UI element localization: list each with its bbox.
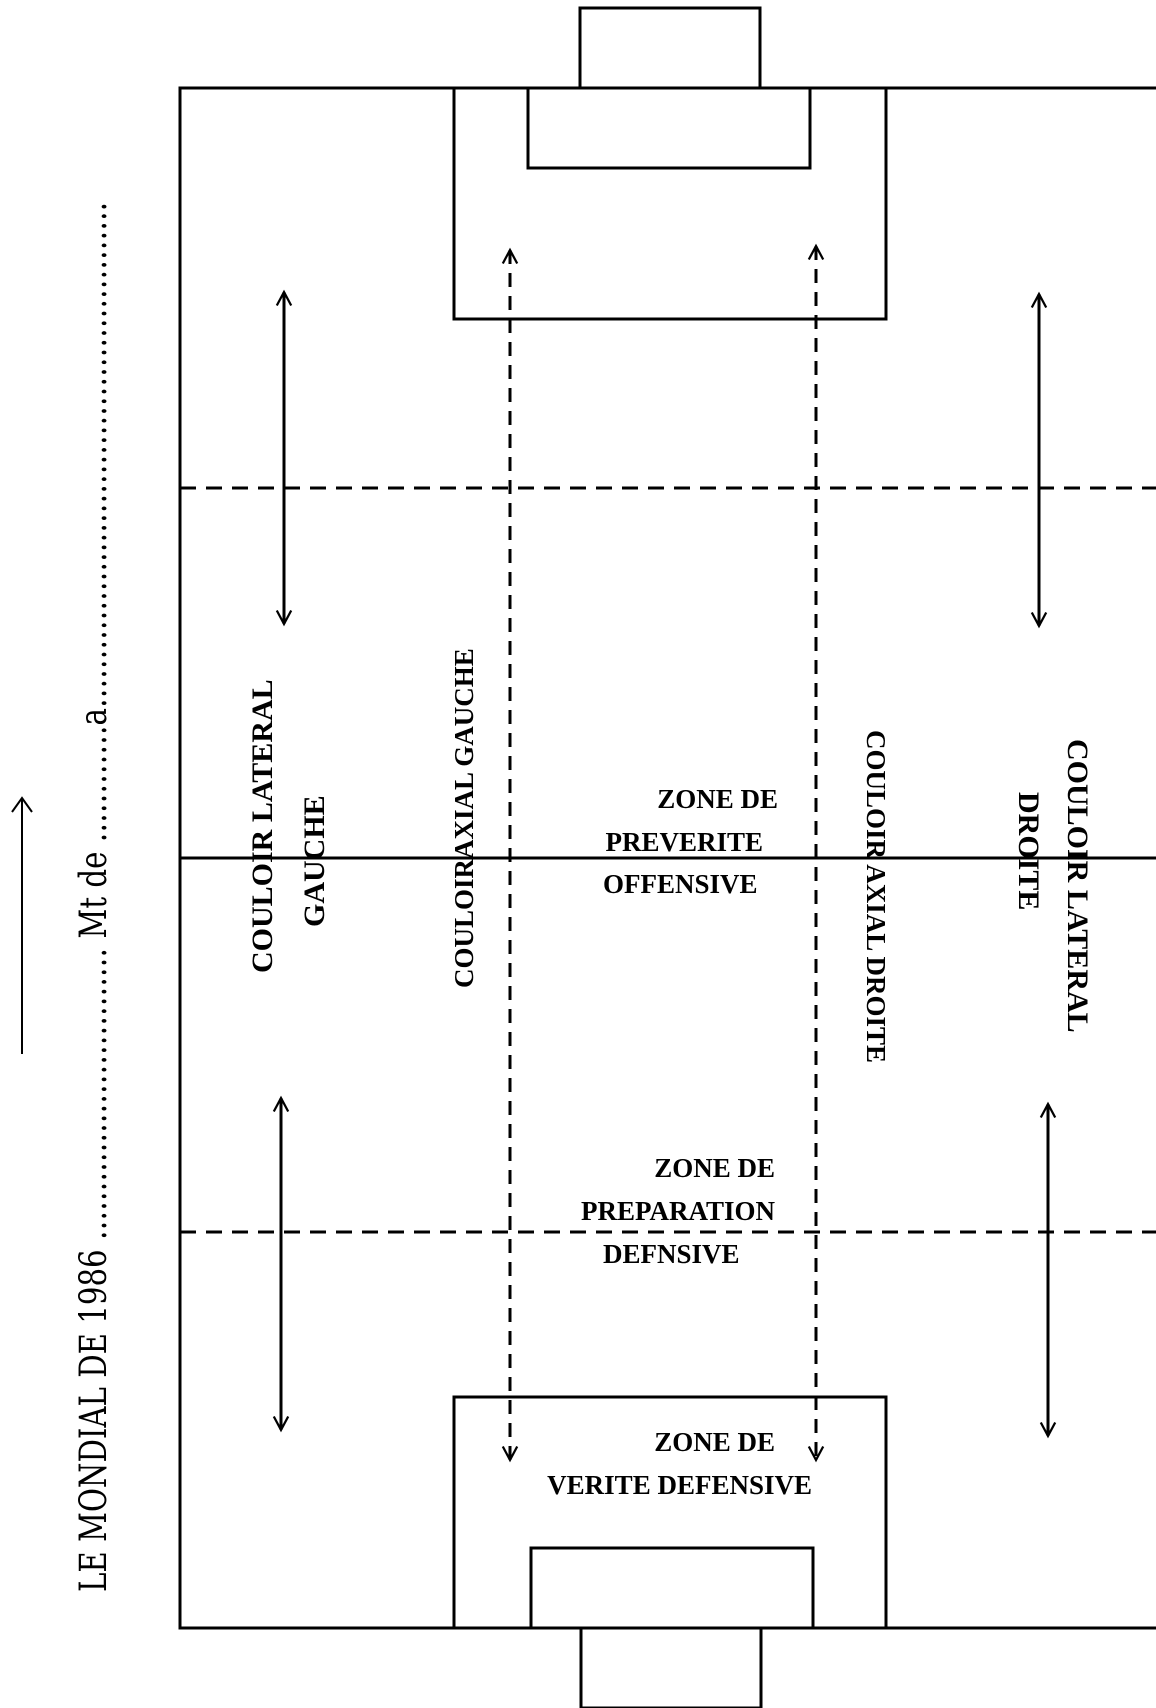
bottom-goal [579, 1626, 763, 1708]
corridor-lateral-droite-label: COULOIR LATERAL DROITE [1012, 739, 1094, 1033]
bottom-goal-area [529, 1546, 815, 1630]
header-title: LE MONDIAL DE 1986 ………………………… Mt de …………… [72, 202, 115, 1592]
svg-text:GAUCHE: GAUCHE [298, 795, 331, 927]
corridor-lateral-gauche-label: COULOIR LATERAL GAUCHE [246, 679, 331, 973]
svg-text:DROITE: DROITE [1012, 792, 1045, 910]
svg-text:ZONE DE: ZONE DE [657, 784, 778, 814]
top-goal-area [526, 86, 812, 170]
zone-verite-defensive-label: ZONE DE VERITE DEFENSIVE [547, 1427, 812, 1500]
svg-text:VERITE DEFENSIVE: VERITE DEFENSIVE [547, 1470, 812, 1500]
top-penalty-area [452, 86, 888, 321]
svg-text:ZONE DE: ZONE DE [654, 1153, 775, 1183]
zone-preverite-offensive-label: ZONE DE PREVERITE OFFENSIVE [603, 784, 778, 899]
svg-text:PREPARATION: PREPARATION [581, 1196, 775, 1226]
svg-text:COULOIR LATERAL: COULOIR LATERAL [1061, 739, 1094, 1033]
svg-text:OFFENSIVE: OFFENSIVE [603, 869, 758, 899]
corridor-axial-droite-label: COULOIR AXIAL DROITE [861, 730, 891, 1063]
top-goal [578, 6, 762, 90]
corridor-axial-gauche-label: COULOIRAXIAL GAUCHE [449, 648, 479, 988]
direction-arrow-head [11, 796, 33, 813]
svg-text:DEFNSIVE: DEFNSIVE [603, 1239, 740, 1269]
zone-preparation-defensive-label: ZONE DE PREPARATION DEFNSIVE [581, 1153, 775, 1269]
svg-text:ZONE DE: ZONE DE [654, 1427, 775, 1457]
svg-text:COULOIR LATERAL: COULOIR LATERAL [246, 679, 279, 973]
svg-text:PREVERITE: PREVERITE [605, 827, 763, 857]
